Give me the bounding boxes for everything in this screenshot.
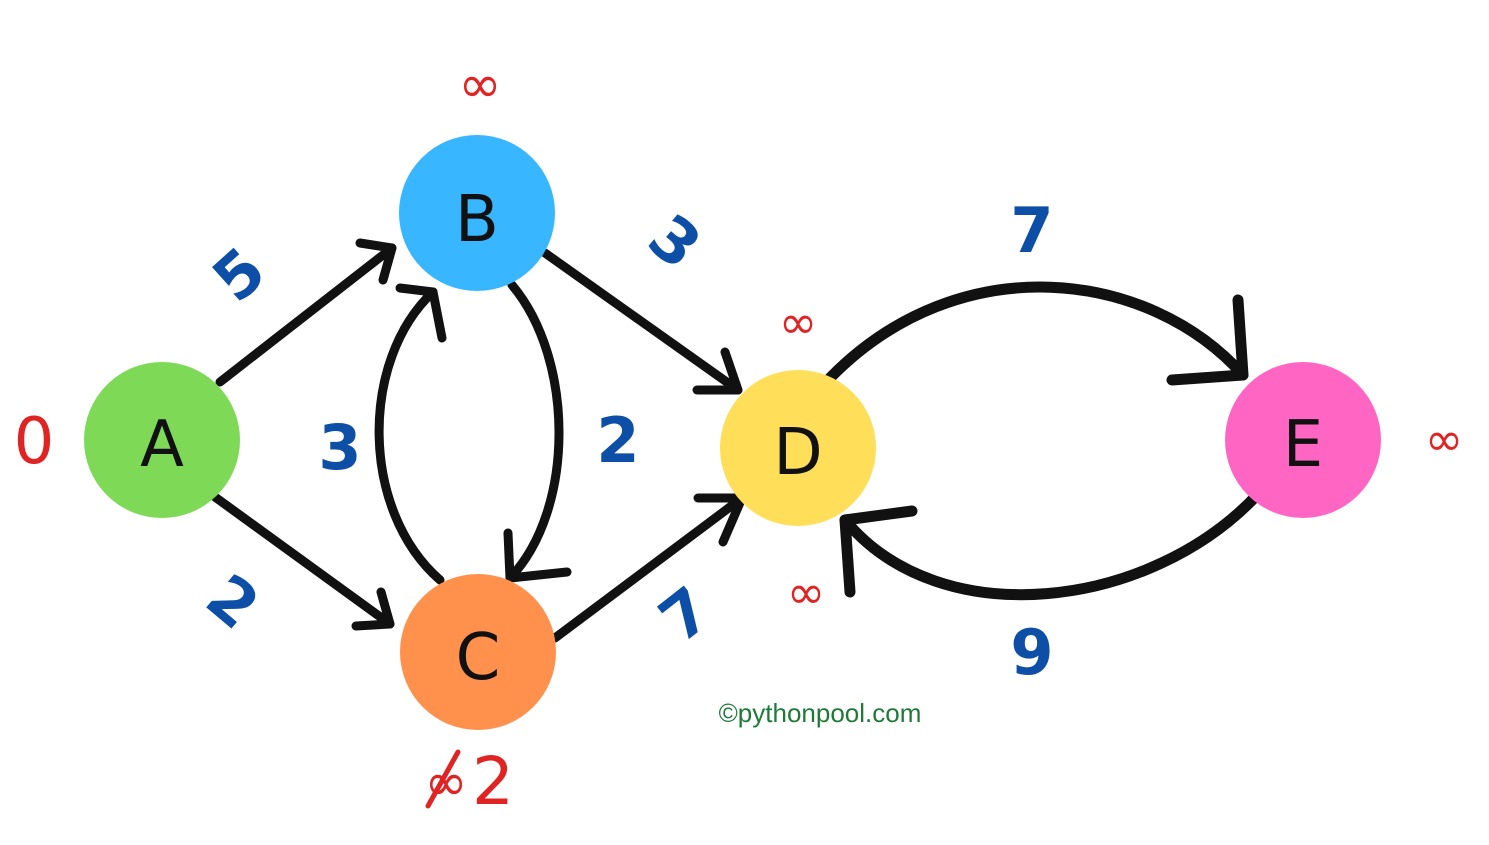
distance-a: 0 bbox=[14, 405, 55, 479]
weight-a-c: 2 bbox=[193, 560, 273, 644]
node-label-c: C bbox=[456, 621, 501, 695]
distance-c-new: 2 bbox=[472, 743, 514, 820]
distance-b: ∞ bbox=[458, 55, 501, 115]
node-e: E bbox=[1225, 362, 1381, 518]
weight-c-b: 3 bbox=[318, 411, 361, 484]
edge-b-d bbox=[540, 248, 743, 395]
node-b: B bbox=[399, 135, 555, 291]
distance-d-top: ∞ bbox=[779, 295, 817, 349]
weight-b-c: 2 bbox=[596, 404, 639, 477]
edge-a-c bbox=[210, 492, 395, 631]
node-label-b: B bbox=[455, 183, 499, 257]
node-label-e: E bbox=[1283, 408, 1323, 482]
node-label-d: D bbox=[773, 416, 822, 490]
edge-c-b bbox=[374, 283, 447, 585]
node-a: A bbox=[84, 362, 240, 518]
weight-c-d: 7 bbox=[646, 572, 725, 656]
distance-e: ∞ bbox=[1425, 412, 1463, 466]
edge-b-c bbox=[503, 280, 572, 583]
distance-c-old: ∞ bbox=[424, 749, 468, 813]
weight-a-b: 5 bbox=[199, 233, 280, 316]
distance-d-bottom: ∞ bbox=[787, 565, 825, 619]
edge-e-d bbox=[839, 488, 1264, 601]
strikethrough-mark bbox=[425, 749, 461, 809]
node-d: D bbox=[720, 370, 876, 526]
node-label-a: A bbox=[140, 408, 184, 482]
credit-text: ©pythonpool.com bbox=[719, 698, 922, 728]
node-c: C bbox=[400, 574, 556, 730]
weight-d-e: 7 bbox=[1010, 194, 1053, 267]
weight-e-d: 9 bbox=[1010, 616, 1053, 689]
weight-b-d: 3 bbox=[635, 200, 715, 284]
edge-d-e bbox=[824, 281, 1249, 386]
edge-a-b bbox=[215, 238, 397, 387]
